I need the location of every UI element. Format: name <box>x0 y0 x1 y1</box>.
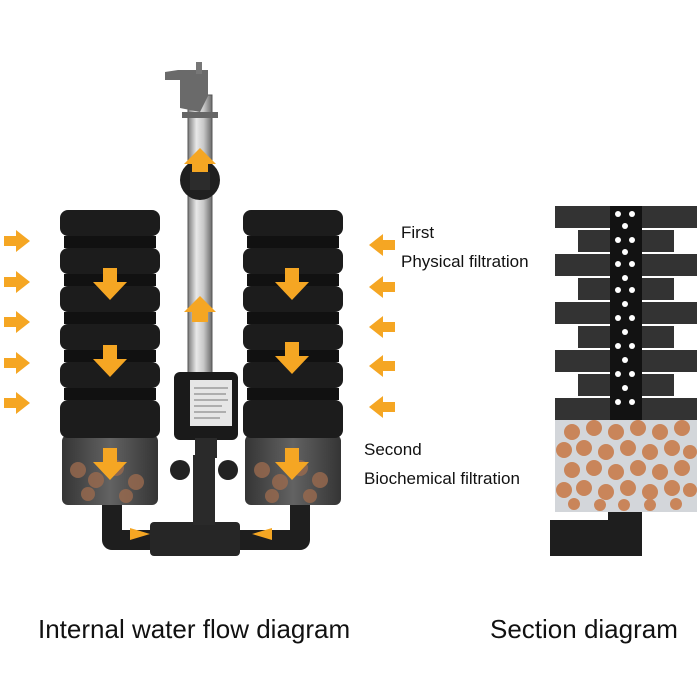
flow-diagram-caption: Internal water flow diagram <box>38 614 351 644</box>
left-inflow-arrows <box>4 230 30 414</box>
up-arrow-icon <box>184 296 216 322</box>
first-stage-label: First <box>401 223 435 242</box>
right-arrow-icon <box>4 271 30 293</box>
section-diagram <box>550 206 697 556</box>
right-inflow-arrows <box>369 234 395 418</box>
biochemical-filtration-label: Biochemical filtration <box>364 469 520 488</box>
left-arrow-icon <box>369 396 395 418</box>
flow-arrows <box>93 148 309 540</box>
second-stage-label: Second <box>364 440 422 459</box>
lift-tube <box>165 62 220 381</box>
bottom-pipe <box>102 455 310 556</box>
right-arrow-icon <box>4 311 30 333</box>
physical-filtration-label: Physical filtration <box>401 252 529 271</box>
right-arrow-icon <box>4 392 30 414</box>
left-arrow-icon <box>369 316 395 338</box>
right-arrow-icon <box>130 528 150 540</box>
section-diagram-caption: Section diagram <box>490 614 678 644</box>
right-arrow-icon <box>4 352 30 374</box>
up-arrow-icon <box>184 148 216 172</box>
left-arrow-icon <box>252 528 272 540</box>
left-arrow-icon <box>369 355 395 377</box>
left-arrow-icon <box>369 276 395 298</box>
right-arrow-icon <box>4 230 30 252</box>
pump-housing <box>174 372 238 458</box>
left-arrow-icon <box>369 234 395 256</box>
